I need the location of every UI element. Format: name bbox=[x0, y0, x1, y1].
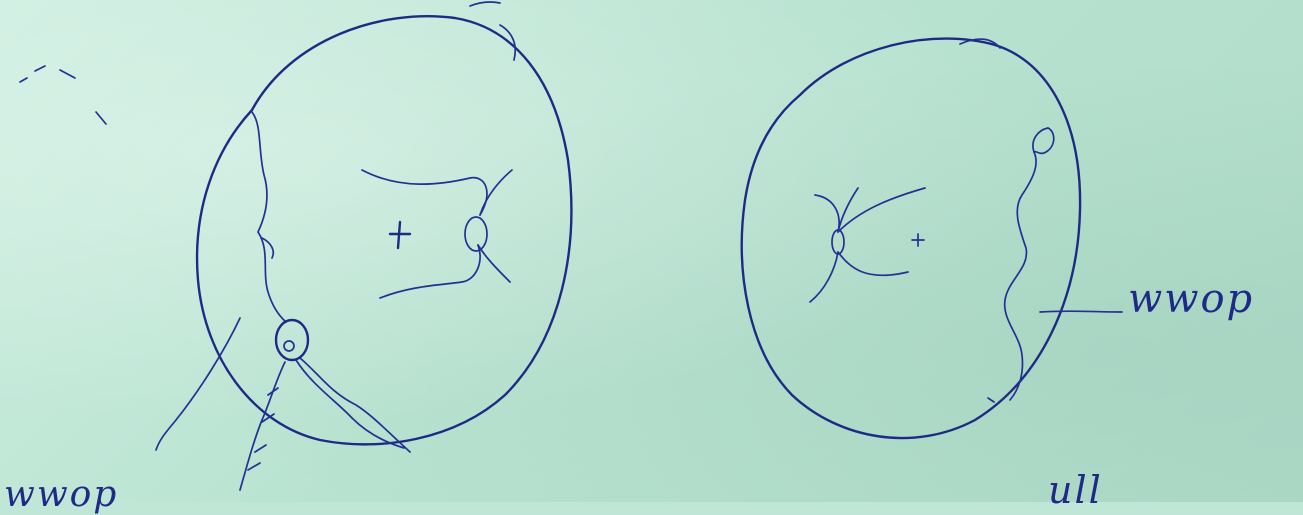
right-cell-outline bbox=[742, 39, 1080, 438]
left-plus-sign bbox=[390, 222, 410, 248]
left-cell-inner-wall bbox=[252, 112, 286, 322]
right-cell bbox=[742, 39, 1122, 438]
stray-top-mark bbox=[470, 2, 500, 6]
left-pore-structure bbox=[240, 320, 410, 490]
stray-tick-mark bbox=[96, 112, 106, 124]
left-cell bbox=[156, 16, 571, 490]
right-x-upper-arm bbox=[838, 188, 925, 232]
bottom-left-annotation-label: wwop bbox=[4, 474, 118, 515]
right-cell-dot bbox=[988, 398, 994, 402]
left-cell-outline bbox=[197, 16, 571, 444]
right-label-pointer bbox=[1040, 311, 1122, 312]
left-x-lower-right-arm bbox=[478, 245, 510, 282]
left-pore-tube-lower bbox=[296, 360, 404, 448]
right-cell-inner-wall bbox=[1005, 128, 1048, 400]
left-centromere-loop bbox=[465, 217, 487, 251]
stray-dash-marks bbox=[20, 66, 75, 82]
left-x-upper-arm bbox=[362, 170, 487, 215]
left-pore-center bbox=[284, 341, 294, 351]
left-label-pointer bbox=[156, 318, 240, 450]
left-pore-line bbox=[240, 362, 285, 490]
right-x-lower-left-arm bbox=[810, 252, 838, 302]
left-x-upper-right-arm bbox=[480, 170, 512, 215]
sketch-diagram bbox=[0, 0, 1303, 502]
bottom-right-annotation-label: ull bbox=[1048, 468, 1103, 512]
right-annotation-label: wwop bbox=[1128, 276, 1254, 322]
right-x-lower-arm bbox=[838, 252, 908, 275]
left-pore-tube-upper bbox=[300, 358, 410, 452]
right-x-upper-left-arm bbox=[815, 195, 839, 232]
right-plus-sign bbox=[912, 234, 924, 246]
right-nucleus-x-structure bbox=[810, 188, 925, 302]
stray-marks bbox=[20, 2, 500, 124]
right-cell-wall-notch bbox=[1034, 128, 1054, 153]
left-pore-ring bbox=[276, 320, 308, 360]
left-x-lower-arm bbox=[380, 245, 480, 298]
left-nucleus-x-structure bbox=[362, 170, 512, 298]
paper-background: wwop wwop ull bbox=[0, 0, 1303, 502]
right-centromere-loop bbox=[832, 230, 844, 254]
